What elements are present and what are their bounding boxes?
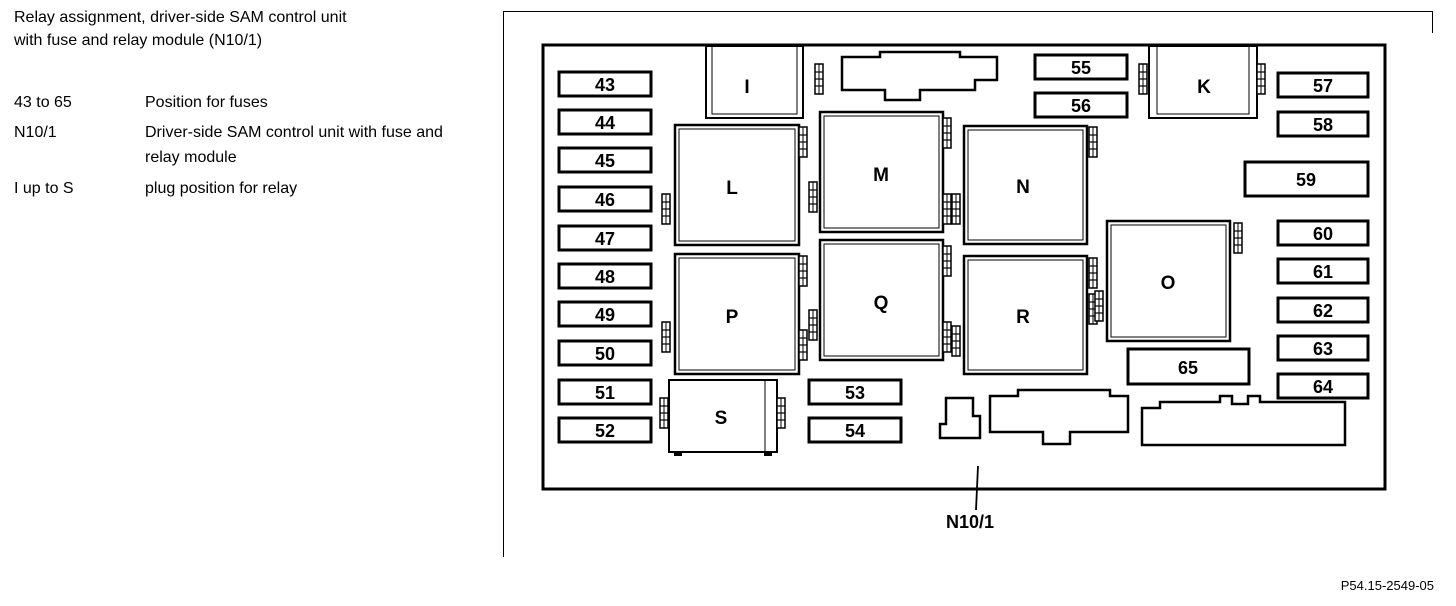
fuse-54: 54 xyxy=(807,416,903,444)
relay-n: N xyxy=(951,124,1098,246)
fuse-43: 43 xyxy=(557,70,653,98)
legend-value: plug position for relay xyxy=(145,180,298,197)
fuse-label: 44 xyxy=(595,113,615,133)
fuse-label: 57 xyxy=(1313,76,1333,96)
small-connector xyxy=(938,396,982,440)
fuse-59: 59 xyxy=(1243,160,1370,198)
fuse-58: 58 xyxy=(1276,110,1370,138)
fuse-47: 47 xyxy=(557,224,653,252)
relay-label: S xyxy=(715,408,728,429)
fuse-45: 45 xyxy=(557,146,653,174)
diagram-frame xyxy=(503,11,1433,557)
fuse-label: 50 xyxy=(595,344,615,364)
fuse-label: 64 xyxy=(1313,377,1333,397)
fuse-label: 53 xyxy=(845,383,865,403)
fuse-label: 43 xyxy=(595,75,615,95)
relay-i: I xyxy=(705,45,824,119)
relay-label: P xyxy=(726,307,739,328)
fuse-65: 65 xyxy=(1126,347,1251,386)
fuse-label: 48 xyxy=(595,267,615,287)
fuse-51: 51 xyxy=(557,378,653,406)
fuse-label: 62 xyxy=(1313,301,1333,321)
legend-key: N10/1 xyxy=(14,124,57,141)
fuse-61: 61 xyxy=(1276,257,1370,285)
fuse-label: 58 xyxy=(1313,115,1333,135)
fuse-63: 63 xyxy=(1276,334,1370,362)
relay-o: O xyxy=(1094,219,1243,343)
legend-value: Position for fuses xyxy=(145,94,268,111)
fuse-label: 52 xyxy=(595,421,615,441)
top-connector xyxy=(840,50,999,102)
fuse-label: 60 xyxy=(1313,224,1333,244)
fuse-label: 65 xyxy=(1178,358,1198,378)
legend-row-fuses: 43 to 65 Position for fuses xyxy=(14,90,454,115)
fuse-60: 60 xyxy=(1276,219,1370,247)
fuse-label: 51 xyxy=(595,383,615,403)
legend-key: 43 to 65 xyxy=(14,94,72,111)
relay-m: M xyxy=(808,110,952,234)
fuse-label: 54 xyxy=(845,421,865,441)
relay-p: P xyxy=(661,252,808,376)
fuse-52: 52 xyxy=(557,416,653,444)
right-connector xyxy=(1140,394,1347,447)
fuse-53: 53 xyxy=(807,378,903,406)
relay-label: O xyxy=(1161,273,1176,294)
fuse-48: 48 xyxy=(557,262,653,290)
relay-label: L xyxy=(726,178,738,199)
relay-label: R xyxy=(1016,307,1030,328)
fuse-label: 55 xyxy=(1071,58,1091,78)
figure-code: P54.15-2549-05 xyxy=(1340,578,1434,593)
relay-label: M xyxy=(873,165,889,186)
relay-r: R xyxy=(951,254,1098,376)
fuse-57: 57 xyxy=(1276,71,1370,99)
middle-connector xyxy=(988,388,1130,446)
legend-title: Relay assignment, driver-side SAM contro… xyxy=(14,9,347,49)
relay-s: S xyxy=(659,379,786,456)
fuse-50: 50 xyxy=(557,339,653,367)
legend-value: Driver-side SAM control unit with fuse a… xyxy=(145,124,443,166)
relay-l: L xyxy=(661,123,808,247)
relay-label: N xyxy=(1016,177,1030,198)
fuse-44: 44 xyxy=(557,108,653,136)
fuse-49: 49 xyxy=(557,300,653,328)
fuse-56: 56 xyxy=(1033,91,1129,119)
relay-label: K xyxy=(1197,77,1211,98)
fuse-label: 63 xyxy=(1313,339,1333,359)
legend-row-n10-1: N10/1 Driver-side SAM control unit with … xyxy=(14,120,454,170)
fuse-label: 49 xyxy=(595,305,615,325)
fuse-label: 47 xyxy=(595,229,615,249)
fuse-55: 55 xyxy=(1033,53,1129,81)
legend-row-relays: I up to S plug position for relay xyxy=(14,176,454,201)
fuse-label: 46 xyxy=(595,190,615,210)
fuse-label: 61 xyxy=(1313,262,1333,282)
frame-edge xyxy=(1432,11,1433,33)
fuse-label: 45 xyxy=(595,151,615,171)
fuse-label: 56 xyxy=(1071,96,1091,116)
legend-key: I up to S xyxy=(14,180,74,197)
fuse-46: 46 xyxy=(557,185,653,213)
relay-label: I xyxy=(744,77,749,98)
callout-label: N10/1 xyxy=(946,512,994,532)
fuse-label: 59 xyxy=(1296,170,1316,190)
relay-q: Q xyxy=(808,238,952,362)
fuse-64: 64 xyxy=(1276,372,1370,400)
fuse-62: 62 xyxy=(1276,296,1370,324)
relay-k: K xyxy=(1138,45,1266,119)
relay-label: Q xyxy=(874,293,889,314)
callout-leader xyxy=(975,465,979,511)
